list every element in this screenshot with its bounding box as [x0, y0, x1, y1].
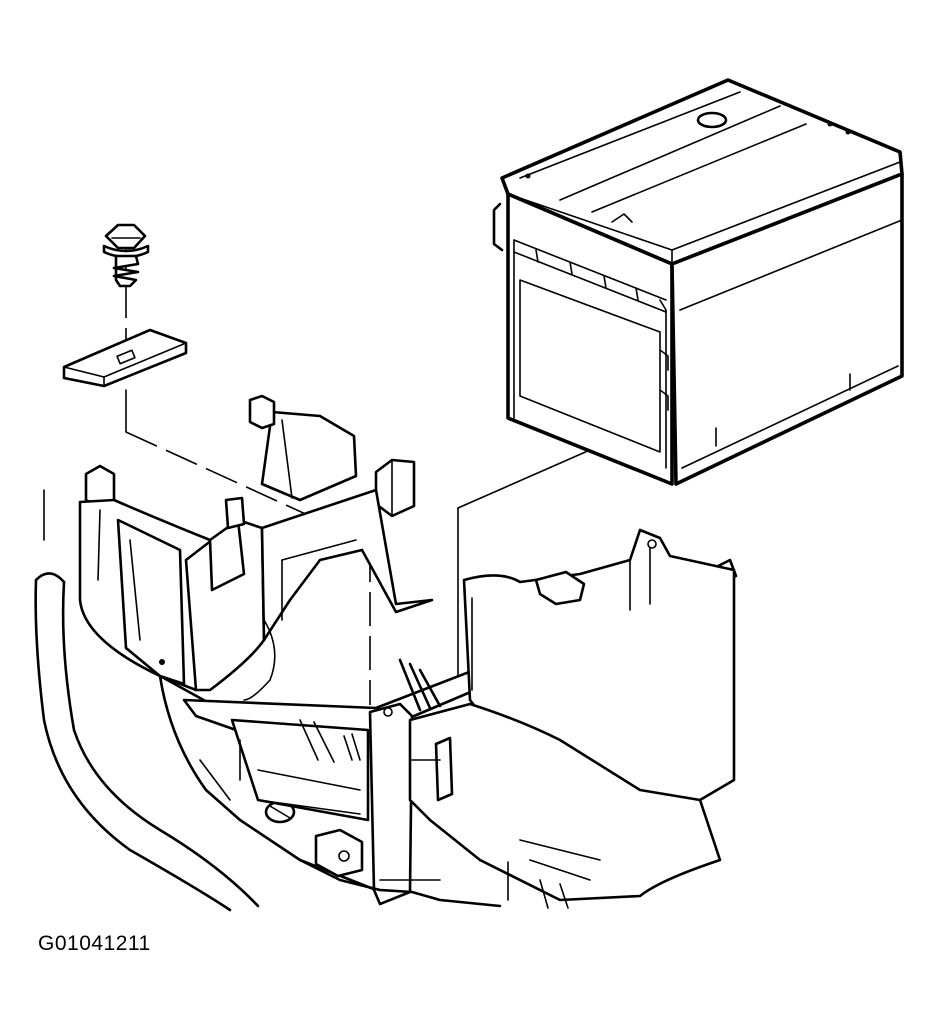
figure-id-label: G01041211 [38, 932, 151, 955]
hold-down-bracket [62, 328, 188, 388]
cable-hose [34, 489, 260, 912]
bolt [102, 223, 150, 288]
battery-tray [78, 394, 434, 892]
battery [492, 78, 904, 486]
battery-tray-front [182, 528, 738, 909]
